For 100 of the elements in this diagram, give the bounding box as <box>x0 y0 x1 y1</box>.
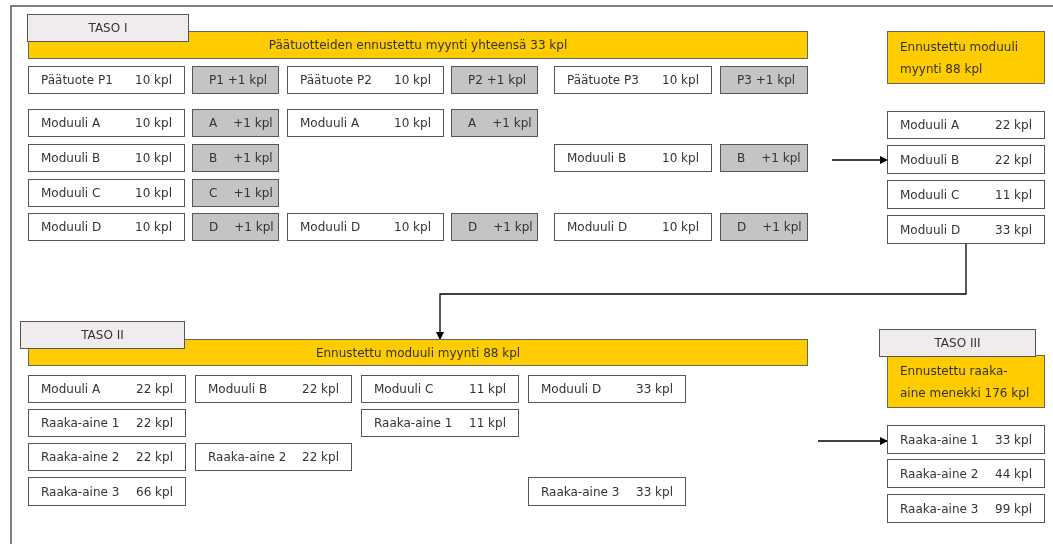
quantity-box <box>361 375 519 403</box>
box-label: 10 kpl <box>662 150 699 167</box>
quantity-box <box>28 409 186 437</box>
quantity-box <box>28 213 185 241</box>
box-label: Raaka-aine 2 <box>208 449 287 466</box>
extra-quantity-box <box>451 109 538 137</box>
quantity-box <box>887 494 1045 523</box>
box-label: Moduuli B <box>900 151 960 169</box>
quantity-box <box>287 109 444 137</box>
box-label: 22 kpl <box>302 381 339 398</box>
extra-quantity-box <box>192 109 279 137</box>
arrow <box>817 437 888 445</box>
quantity-box <box>887 425 1045 454</box>
box-label: 10 kpl <box>135 150 172 167</box>
box-label: Raaka-aine 1 <box>374 415 453 432</box>
extra-quantity-box <box>720 66 808 94</box>
box-label: 10 kpl <box>135 72 172 89</box>
extra-quantity-box <box>451 66 538 94</box>
box-label: 22 kpl <box>995 117 1032 134</box>
box-label: B <box>209 150 218 167</box>
box-label: Päätuotteiden ennustettu myynti yhteensä 33 kpl <box>268 37 568 54</box>
box-label: Moduuli C <box>41 185 101 202</box>
box-label: B <box>737 150 746 167</box>
quantity-box <box>554 144 712 172</box>
box-label: Ennustettu raaka-aine menekki 176 kpl <box>900 362 1031 402</box>
quantity-box <box>887 145 1045 174</box>
quantity-box <box>554 66 712 94</box>
box-label: Moduuli D <box>541 381 602 398</box>
quantity-box <box>28 375 186 403</box>
quantity-box <box>28 443 186 471</box>
quantity-box <box>887 180 1045 209</box>
box-label: 22 kpl <box>136 449 173 466</box>
quantity-box <box>195 443 352 471</box>
box-label: Moduuli B <box>208 381 268 398</box>
quantity-box <box>28 144 185 172</box>
quantity-box <box>528 375 686 403</box>
extra-quantity-box <box>720 213 808 241</box>
box-label: +1 kpl <box>233 185 273 202</box>
quantity-box <box>28 109 185 137</box>
extra-quantity-box <box>451 213 538 241</box>
box-label: 10 kpl <box>135 185 172 202</box>
box-label: Raaka-aine 1 <box>900 431 979 449</box>
box-label: 10 kpl <box>135 115 172 132</box>
summary-bar <box>28 31 808 59</box>
box-label: +1 kpl <box>234 219 274 236</box>
box-label: D <box>468 219 478 236</box>
box-label: D <box>209 219 219 236</box>
arrow <box>436 243 967 340</box>
box-label: Raaka-aine 2 <box>41 449 120 466</box>
box-label: Moduuli D <box>300 219 361 236</box>
box-label: +1 kpl <box>493 219 533 236</box>
box-label: Raaka-aine 2 <box>900 465 979 483</box>
box-label: Raaka-aine 1 <box>41 415 120 432</box>
quantity-box <box>554 213 712 241</box>
box-label: Päätuote P2 <box>300 72 372 89</box>
level-tab <box>27 14 189 42</box>
quantity-box <box>28 66 185 94</box>
box-label: Moduuli A <box>300 115 360 132</box>
box-label: 10 kpl <box>662 72 699 89</box>
quantity-box <box>528 477 686 506</box>
box-label: Moduuli D <box>900 221 961 239</box>
extra-quantity-box <box>192 179 279 207</box>
box-label: TASO III <box>934 335 981 352</box>
box-label: 10 kpl <box>135 219 172 236</box>
quantity-box <box>195 375 352 403</box>
box-label: +1 kpl <box>233 115 273 132</box>
box-label: P1 +1 kpl <box>209 72 268 89</box>
level-tab <box>20 321 185 349</box>
box-label: A <box>209 115 218 132</box>
box-label: 11 kpl <box>469 415 506 432</box>
box-label: +1 kpl <box>761 150 801 167</box>
box-label: Raaka-aine 3 <box>541 483 620 501</box>
extra-quantity-box <box>192 66 279 94</box>
box-label: 33 kpl <box>636 381 673 398</box>
box-label: Moduuli D <box>567 219 628 236</box>
quantity-box <box>287 213 444 241</box>
arrow <box>831 156 888 164</box>
box-label: 22 kpl <box>995 151 1032 169</box>
box-label: 22 kpl <box>136 381 173 398</box>
box-label: Raaka-aine 3 <box>41 483 120 501</box>
box-label: Moduuli C <box>900 186 960 204</box>
summary-bar <box>28 339 808 366</box>
box-label: 10 kpl <box>662 219 699 236</box>
box-label: Moduuli A <box>41 381 101 398</box>
box-label: Moduuli B <box>41 150 101 167</box>
box-label: 22 kpl <box>136 415 173 432</box>
box-label: 99 kpl <box>995 500 1032 518</box>
extra-quantity-box <box>192 213 279 241</box>
box-label: P3 +1 kpl <box>737 72 796 89</box>
summary-box <box>887 31 1045 84</box>
box-label: Päätuote P3 <box>567 72 639 89</box>
box-label: Moduuli D <box>41 219 102 236</box>
box-label: Ennustettu moduuli myynti 88 kpl <box>315 344 521 362</box>
box-label: A <box>468 115 477 132</box>
box-label: Moduuli C <box>374 381 434 398</box>
box-label: 33 kpl <box>995 431 1032 449</box>
box-label: Moduuli A <box>900 117 960 134</box>
box-label: 33 kpl <box>995 221 1032 239</box>
box-label: 22 kpl <box>302 449 339 466</box>
extra-quantity-box <box>720 144 808 172</box>
